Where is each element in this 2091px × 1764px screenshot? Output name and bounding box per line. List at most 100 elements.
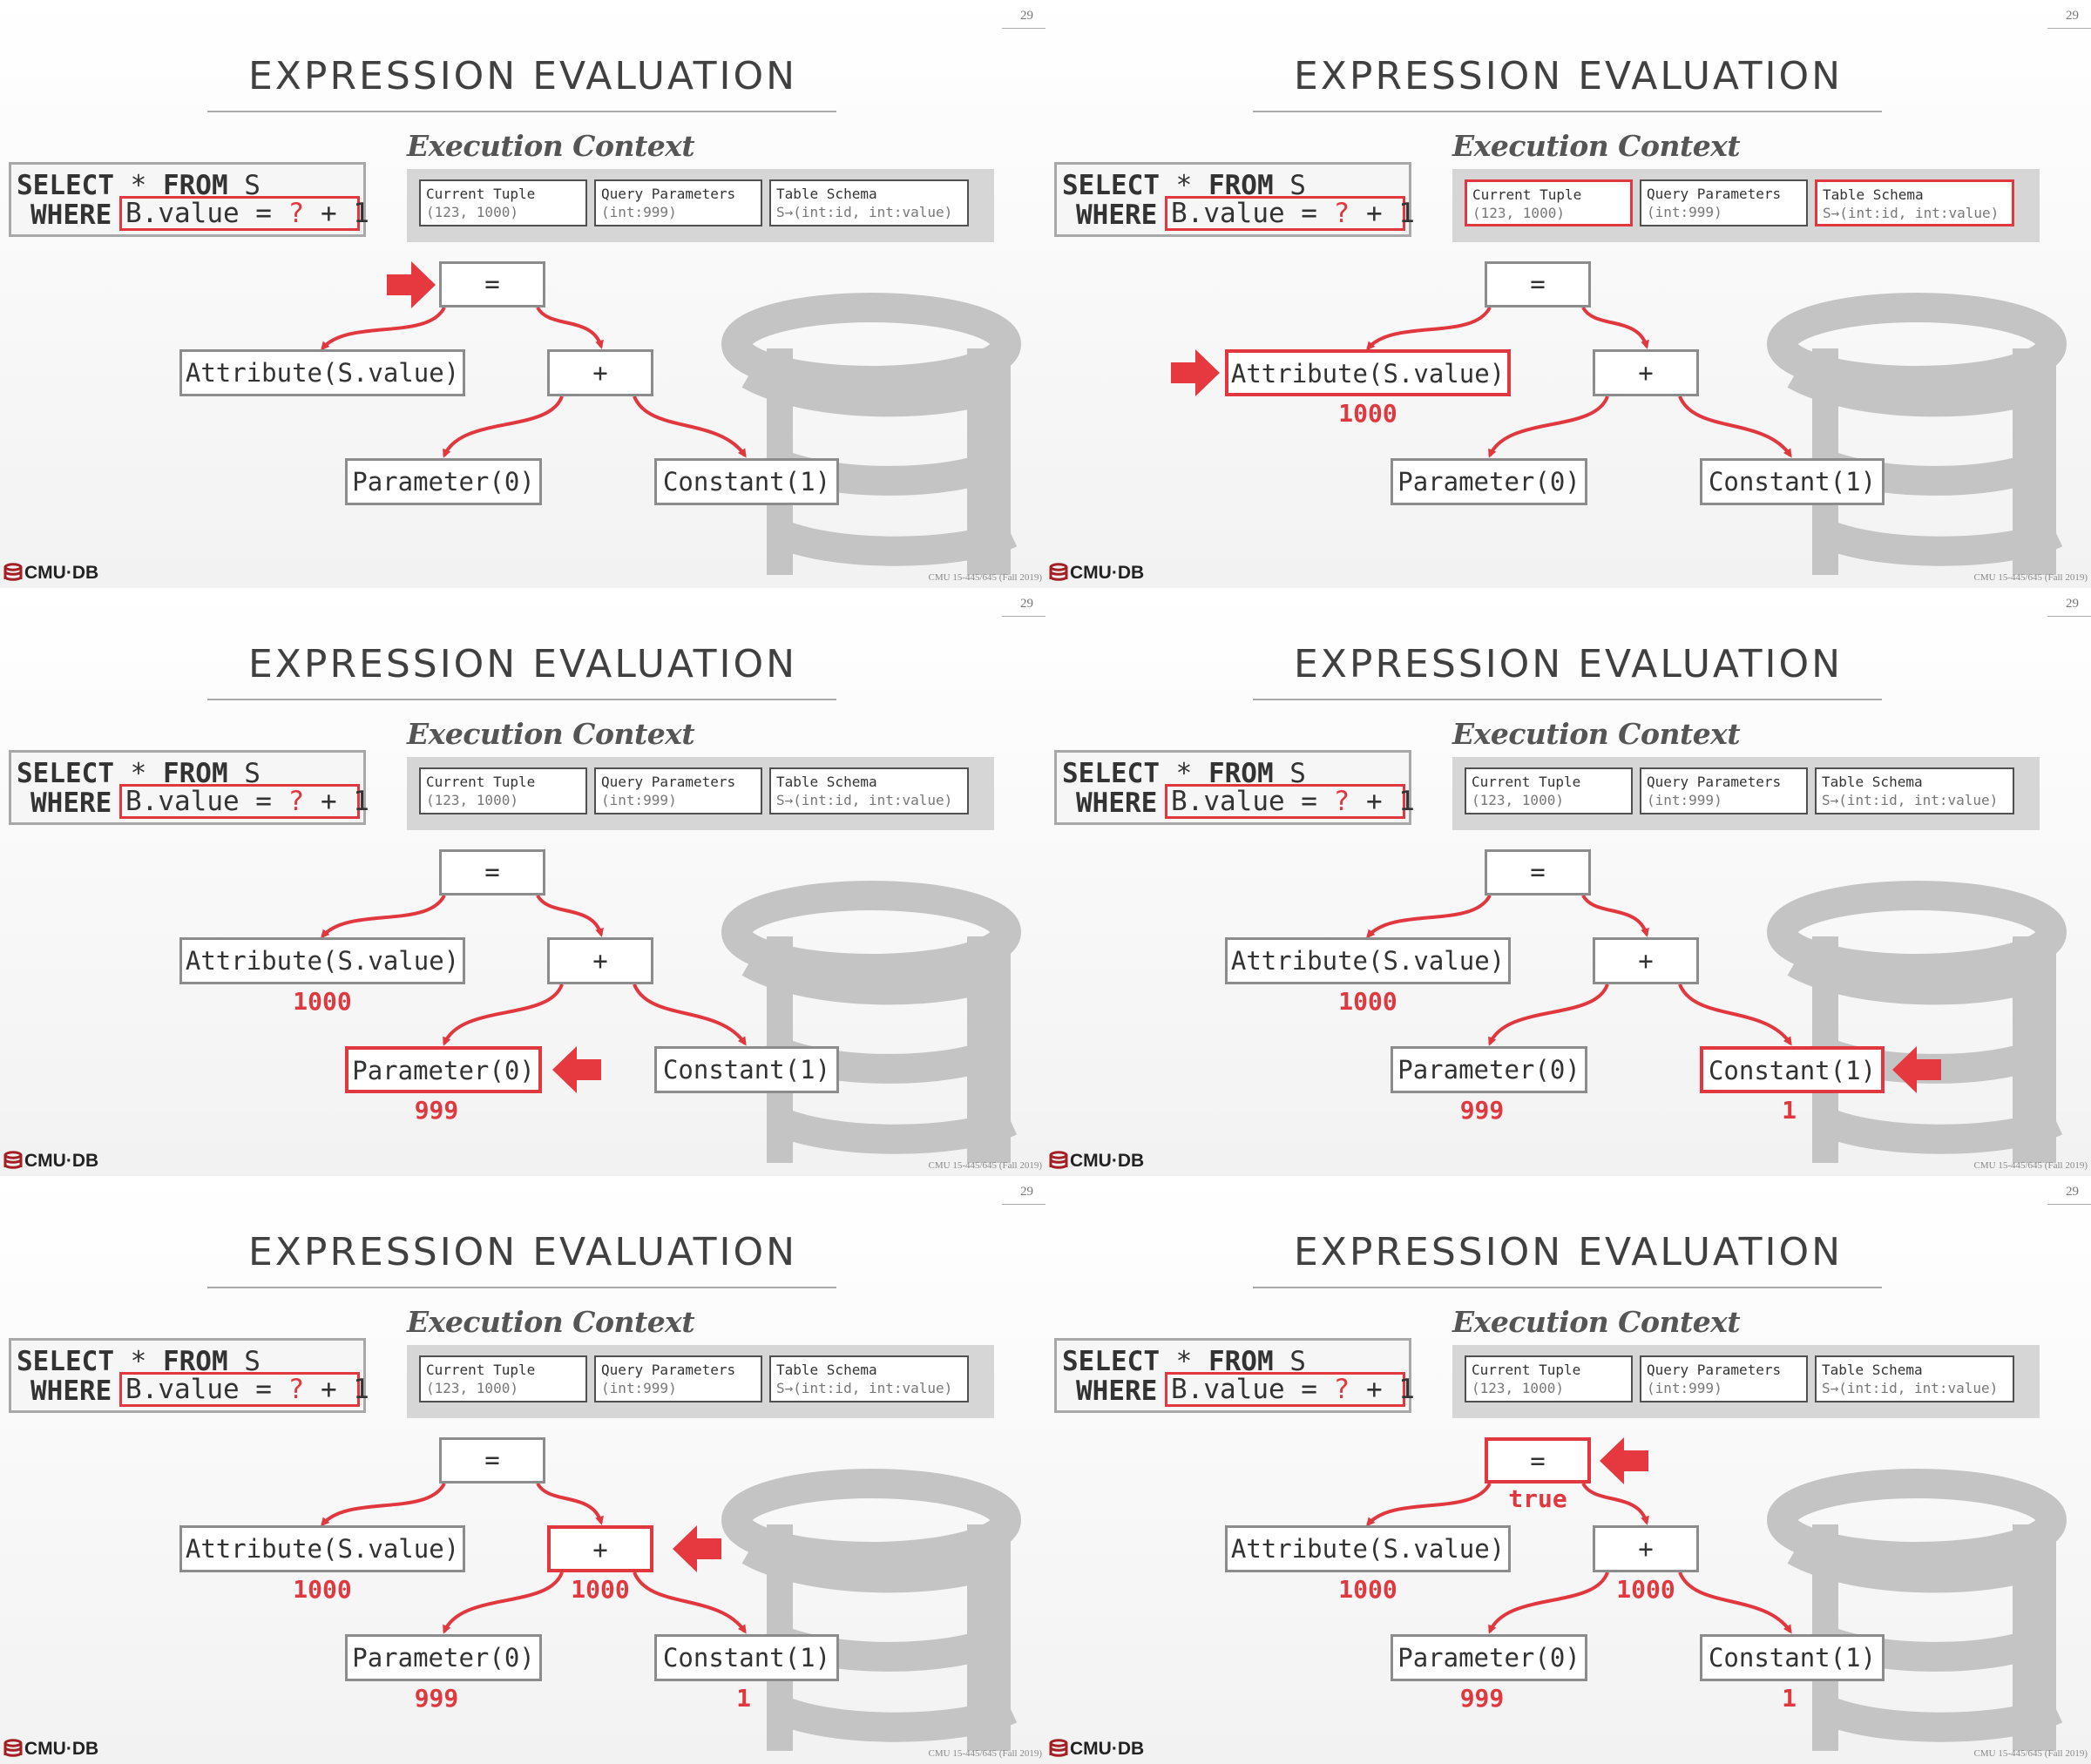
page-number: 29	[2066, 597, 2079, 611]
title-underline	[1253, 1287, 1882, 1288]
table-name: S	[1273, 170, 1306, 201]
query-parameters-value: (int:999)	[601, 1380, 677, 1396]
page-number: 29	[1020, 9, 1033, 23]
query-parameters-value: (int:999)	[1647, 1380, 1722, 1396]
course-label: CMU 15-445/645 (Fall 2019)	[1973, 1748, 2088, 1759]
table-name: S	[227, 758, 261, 789]
title-underline	[207, 1287, 836, 1288]
cmu-db-logo: CMU·DB	[1049, 563, 1144, 584]
predicate-left: B.value =	[125, 1374, 288, 1405]
edge-eq-plus	[536, 894, 604, 937]
title-underline	[1253, 111, 1882, 112]
execution-context-title: Execution Context	[1452, 129, 1741, 163]
edge-plus-param	[1488, 1571, 1609, 1634]
table-name: S	[1273, 1346, 1306, 1377]
slide-step-4: 29 EXPRESSION EVALUATION Execution Conte…	[1046, 588, 2091, 1176]
edge-eq-attr	[321, 1482, 446, 1527]
where-predicate: B.value = ? + 1	[1165, 1372, 1415, 1407]
constant-value: 1	[1782, 1684, 1797, 1713]
edge-eq-attr	[321, 894, 446, 939]
table-schema-value: S→(int:id, int:value)	[776, 792, 953, 808]
database-logo-icon	[1049, 1739, 1068, 1757]
predicate-right: + 1	[304, 786, 369, 817]
query-parameters-label: Query Parameters	[601, 186, 736, 202]
table-schema-box: Table Schema S→(int:id, int:value)	[1815, 767, 2014, 814]
edge-eq-attr	[1366, 1482, 1492, 1527]
current-tuple-box: Current Tuple (123, 1000)	[1465, 179, 1633, 226]
query-parameters-value: (int:999)	[1647, 792, 1722, 808]
select-star: *	[1159, 170, 1208, 201]
pointer-arrow-icon	[1600, 1437, 1648, 1484]
slide-step-5: 29 EXPRESSION EVALUATION Execution Conte…	[0, 1176, 1046, 1764]
pointer-arrow-icon	[552, 1046, 601, 1093]
plus-node: +	[1593, 937, 1699, 984]
edge-eq-attr	[321, 306, 446, 351]
logo-text: CMU·DB	[1070, 563, 1145, 583]
sql-line-2: WHERE	[30, 787, 112, 819]
current-tuple-label: Current Tuple	[1472, 1362, 1581, 1378]
predicate-parameter: ?	[1333, 786, 1350, 817]
plus-node: +	[1593, 349, 1699, 396]
execution-context-panel: Current Tuple (123, 1000) Query Paramete…	[407, 169, 994, 242]
plus-node: +	[547, 1525, 653, 1572]
predicate-left: B.value =	[1171, 786, 1334, 817]
select-star: *	[113, 1346, 163, 1377]
select-star: *	[1159, 1346, 1208, 1377]
slide-step-6: 29 EXPRESSION EVALUATION Execution Conte…	[1046, 1176, 2091, 1764]
course-label: CMU 15-445/645 (Fall 2019)	[928, 1748, 1042, 1759]
table-name: S	[227, 170, 261, 201]
query-parameters-box: Query Parameters (int:999)	[594, 179, 762, 226]
edge-eq-plus	[1581, 894, 1649, 937]
page-number: 29	[1020, 597, 1033, 611]
plus-node: +	[547, 349, 653, 396]
current-tuple-box: Current Tuple (123, 1000)	[419, 1355, 587, 1402]
table-name: S	[227, 1346, 261, 1377]
equals-node: =	[439, 849, 545, 896]
predicate-right: + 1	[1350, 1374, 1415, 1405]
parameter-node: Parameter(0)	[345, 458, 542, 505]
constant-node: Constant(1)	[1700, 1046, 1885, 1093]
title-underline	[1253, 699, 1882, 700]
parameter-node: Parameter(0)	[345, 1046, 542, 1093]
where-predicate: B.value = ? + 1	[1165, 196, 1415, 231]
cmu-db-logo: CMU·DB	[1049, 1739, 1144, 1760]
current-tuple-box: Current Tuple (123, 1000)	[419, 767, 587, 814]
attribute-value: 1000	[1338, 987, 1397, 1016]
equals-node: =	[1485, 261, 1591, 308]
current-tuple-box: Current Tuple (123, 1000)	[1465, 1355, 1633, 1402]
title-underline	[207, 699, 836, 700]
expression-tree-edges	[1366, 894, 1792, 1046]
predicate-right: + 1	[304, 1374, 369, 1405]
current-tuple-value: (123, 1000)	[426, 1380, 518, 1396]
parameter-value: 999	[1459, 1684, 1505, 1713]
sql-line-1: SELECT * FROM S	[1062, 170, 1306, 201]
edge-plus-const	[633, 983, 747, 1046]
select-keyword: SELECT	[17, 1346, 114, 1377]
query-parameters-value: (int:999)	[1647, 204, 1722, 220]
constant-node: Constant(1)	[654, 1046, 839, 1093]
course-label: CMU 15-445/645 (Fall 2019)	[928, 1160, 1042, 1171]
parameter-node: Parameter(0)	[345, 1634, 542, 1681]
predicate-parameter: ?	[1333, 1374, 1350, 1405]
select-keyword: SELECT	[1062, 1346, 1160, 1377]
course-label: CMU 15-445/645 (Fall 2019)	[928, 572, 1042, 583]
query-parameters-label: Query Parameters	[601, 1362, 736, 1378]
constant-node: Constant(1)	[1700, 1634, 1885, 1681]
query-parameters-box: Query Parameters (int:999)	[1640, 1355, 1808, 1402]
sql-line-2: WHERE	[30, 199, 112, 231]
expression-tree-edges	[321, 1482, 747, 1634]
edge-plus-const	[633, 395, 747, 458]
slide-title: EXPRESSION EVALUATION	[1293, 1230, 1843, 1274]
edge-plus-const	[633, 1571, 747, 1634]
expression-tree-edges	[1366, 1482, 1792, 1634]
equals-value: true	[1508, 1484, 1567, 1513]
execution-context-title: Execution Context	[1452, 717, 1741, 751]
equals-node: =	[1485, 1437, 1591, 1484]
constant-node: Constant(1)	[1700, 458, 1885, 505]
query-parameters-value: (int:999)	[601, 792, 677, 808]
predicate-left: B.value =	[125, 198, 288, 229]
plus-value: 1000	[571, 1575, 630, 1604]
execution-context-panel: Current Tuple (123, 1000) Query Paramete…	[407, 757, 994, 830]
parameter-node: Parameter(0)	[1391, 1634, 1587, 1681]
sql-query-box: SELECT * FROM S WHERE B.value = ? + 1	[9, 162, 369, 237]
